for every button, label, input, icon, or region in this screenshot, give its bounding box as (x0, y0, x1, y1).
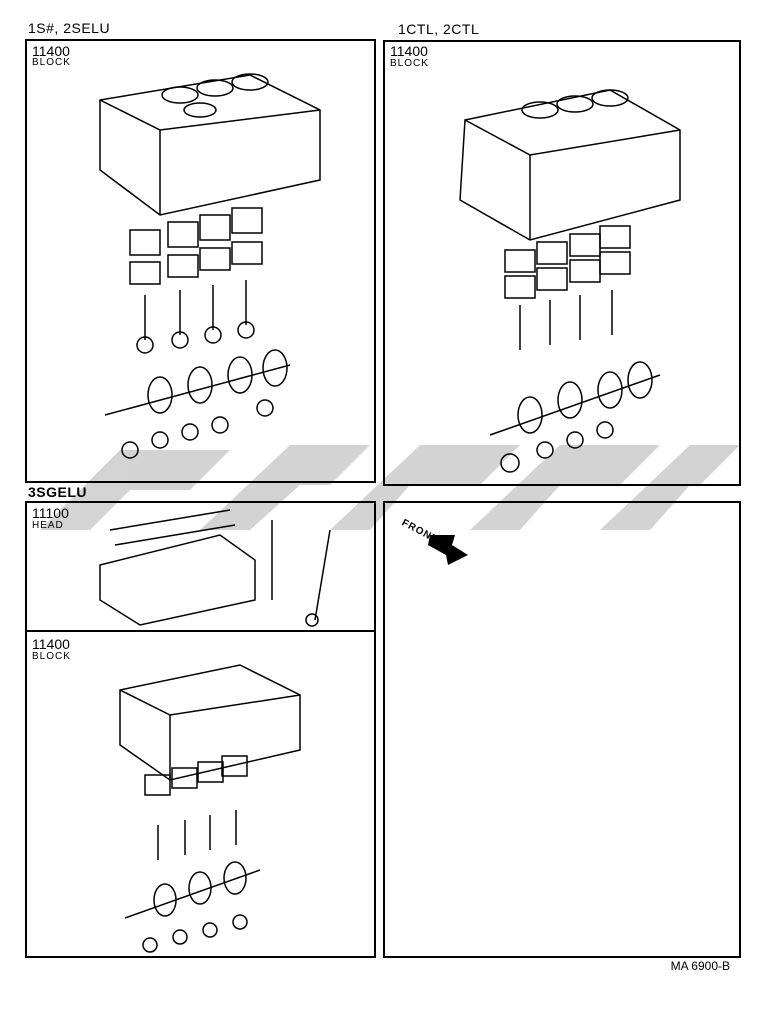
pistons-drawing (129, 207, 263, 285)
panel-head-block-3sgelu (25, 501, 376, 958)
part-number: 11400 (32, 636, 70, 652)
group-label-3: 3SGELU (28, 484, 88, 500)
reference-code: MA 6900-B (670, 959, 730, 973)
group-label-2: 1CTL, 2CTL (398, 21, 480, 37)
part-number: 11400 (390, 43, 428, 59)
connecting-rods-drawing (136, 280, 255, 354)
panel-divider (25, 630, 376, 632)
part-name: BLOCK (32, 57, 71, 68)
panel-front (383, 501, 741, 958)
crankshaft-drawing (104, 349, 291, 459)
cylinder-head-drawing (99, 509, 331, 627)
engine-block-drawing (99, 73, 321, 216)
part-name: BLOCK (390, 58, 429, 69)
front-arrow-icon (428, 535, 468, 565)
group-label-1: 1S#, 2SELU (28, 20, 111, 36)
panel-block-1s (25, 39, 376, 483)
part-number: 11100 (32, 505, 69, 521)
part-number: 11400 (32, 43, 70, 59)
panel-block-1ctl (383, 40, 741, 486)
part-name: HEAD (32, 520, 64, 531)
part-name: BLOCK (32, 651, 71, 662)
